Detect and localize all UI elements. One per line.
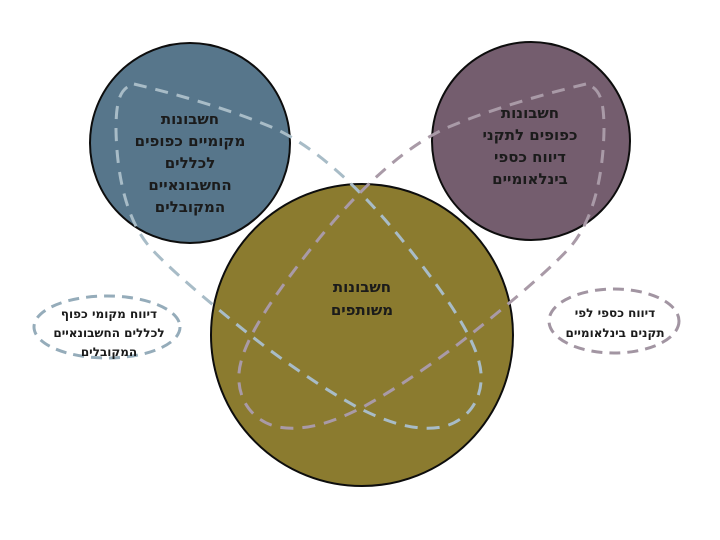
label-line: לכללים החשבונאיים <box>53 326 164 340</box>
label-line: חשבונות <box>501 104 559 122</box>
label-line: דיווח כספי לפי <box>575 306 656 320</box>
label-line: מקומיים כפופים <box>135 132 246 150</box>
label-line: בינלאומיים <box>492 170 568 188</box>
label-callout-local-reporting: דיווח מקומי כפוף לכללים החשבונאיים המקוב… <box>53 307 164 359</box>
label-line: המקובלים <box>155 198 225 216</box>
label-line: חשבונות <box>161 110 219 128</box>
label-line: חשבונות <box>333 278 391 296</box>
circle-international-accounts <box>431 41 631 241</box>
loop-local-reporting <box>114 82 483 430</box>
label-line: תקנים בינלאומיים <box>565 326 664 340</box>
label-line: משותפים <box>331 301 393 319</box>
circle-local-accounts <box>89 42 291 244</box>
label-line: כפופים לתקני <box>482 126 577 144</box>
label-shared-accounts: חשבונות משותפים <box>331 278 393 319</box>
label-line: המקובלים <box>81 345 137 359</box>
label-international-accounts: חשבונות כפופים לתקני דיווח כספי בינלאומי… <box>482 104 577 188</box>
label-callout-international-reporting: דיווח כספי לפי תקנים בינלאומיים <box>565 306 664 340</box>
callout-local-reporting-ellipse <box>32 294 182 360</box>
label-line: לכללים <box>165 154 216 172</box>
loop-international-reporting <box>237 82 606 430</box>
label-line: החשבונאיים <box>148 176 231 194</box>
circle-shared-accounts <box>210 183 514 487</box>
callout-international-reporting-ellipse <box>547 287 681 355</box>
label-line: דיווח כספי <box>494 148 566 166</box>
label-local-accounts: חשבונות מקומיים כפופים לכללים החשבונאיים… <box>135 110 246 216</box>
label-line: דיווח מקומי כפוף <box>61 307 157 321</box>
